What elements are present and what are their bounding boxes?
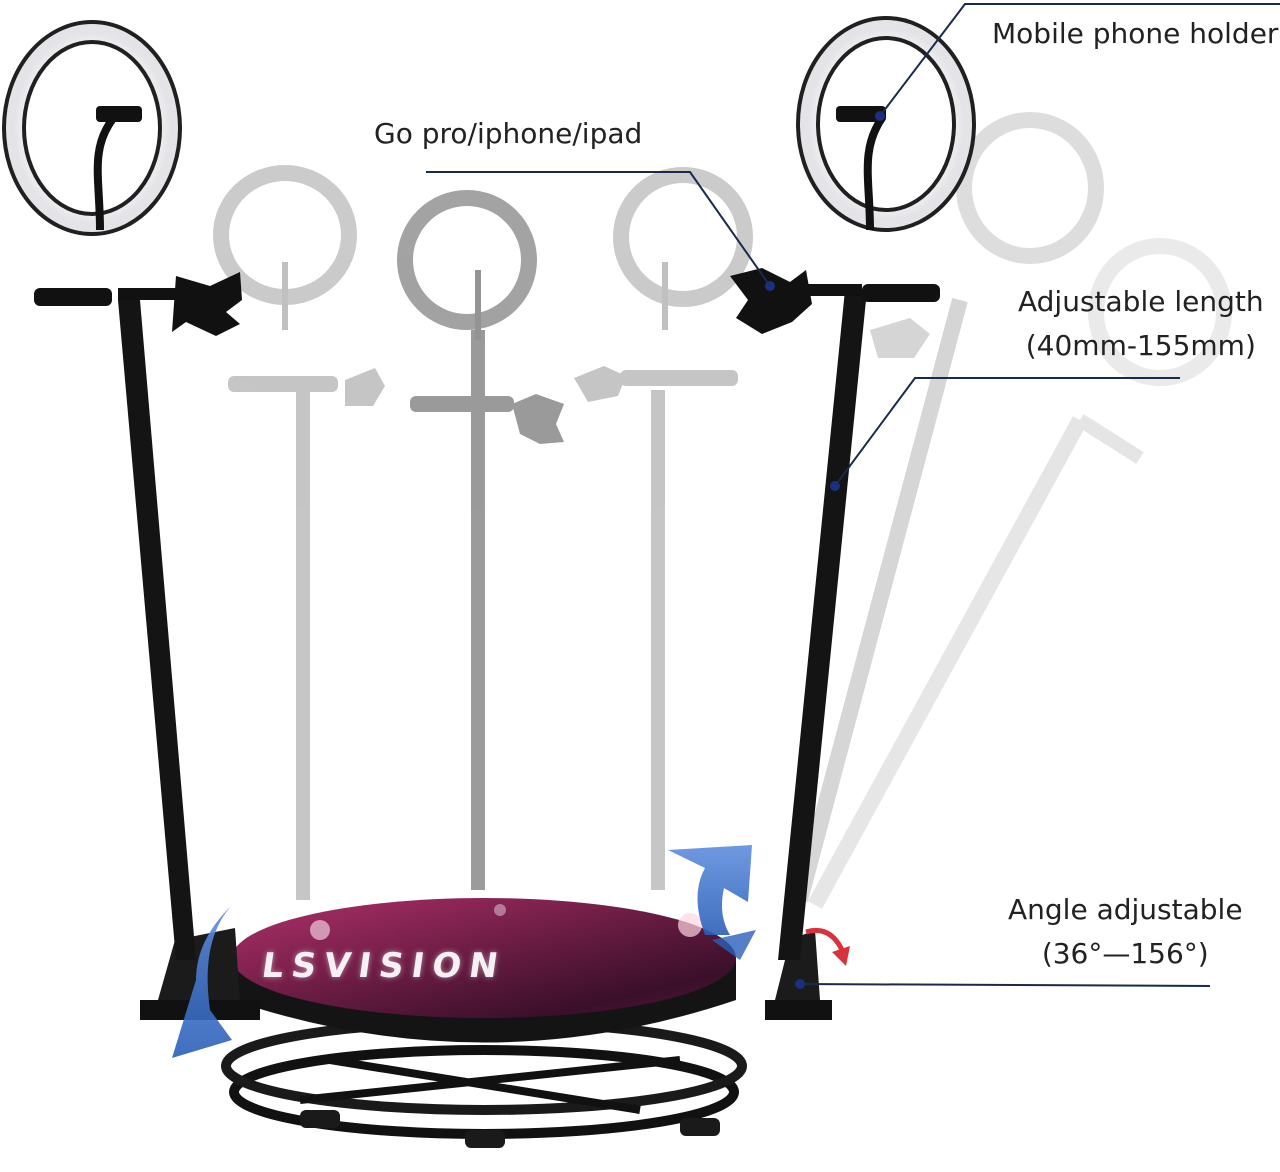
callout-adjustable-length: Adjustable length (40mm-155mm)	[1018, 280, 1264, 368]
rotation-arrow-left	[172, 905, 232, 1058]
right-stand	[730, 16, 976, 1020]
callout-phone-label: Mobile phone holder	[992, 17, 1279, 50]
callout-mobile-phone-holder: Mobile phone holder	[992, 12, 1278, 56]
callout-angle-adjustable: Angle adjustable (36°—156°)	[1008, 888, 1243, 976]
callout-gopro-iphone-ipad: Go pro/iphone/ipad	[374, 112, 642, 156]
callout-gopro-label: Go pro/iphone/ipad	[374, 117, 643, 150]
brand-logo-text: LSVISION	[259, 946, 509, 986]
rotating-platform	[221, 898, 747, 1148]
ghost-stand-3	[574, 167, 753, 890]
callout-angle-title: Angle adjustable	[1008, 893, 1243, 926]
left-stand	[2, 20, 260, 1020]
ghost-stand-1	[213, 165, 385, 900]
rotation-arrow-right	[668, 845, 756, 960]
callout-length-title: Adjustable length	[1018, 285, 1264, 318]
callout-length-range: (40mm-155mm)	[1025, 329, 1256, 362]
angle-arrow-red	[805, 928, 850, 966]
callout-angle-range: (36°—156°)	[1041, 937, 1209, 970]
leader-dots	[765, 111, 885, 989]
leader-lines	[426, 3, 1280, 987]
ghost-stand-2	[397, 190, 564, 890]
ghost-stand-tilt-1	[792, 112, 1104, 903]
